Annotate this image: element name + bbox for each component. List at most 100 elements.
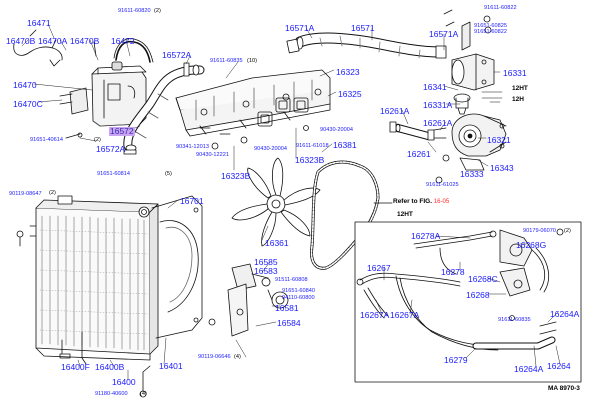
part-number-link[interactable]: 16264 — [547, 361, 571, 371]
fastener-part-link[interactable]: 91611-60835 — [498, 317, 531, 323]
thermostat — [453, 91, 503, 115]
fastener-part-link[interactable]: 91651-60814 — [97, 171, 130, 177]
part-number-link[interactable]: 16470C — [13, 99, 43, 109]
part-number-link[interactable]: 16261 — [407, 149, 431, 159]
water-outlet-hose — [286, 32, 447, 59]
engine-12ht-label: 12HT — [512, 85, 528, 92]
fastener-part-link[interactable]: 90119-08647 — [9, 191, 42, 197]
fastener-part-link[interactable]: 90119-06646 — [198, 354, 231, 360]
drain-cock — [16, 230, 216, 398]
part-number-link[interactable]: 16361 — [265, 238, 289, 248]
part-number-link[interactable]: 16343 — [490, 163, 514, 173]
engine-12h-label: 12H — [512, 96, 524, 103]
part-number-link[interactable]: 16400B — [95, 362, 125, 372]
refer-fig-link[interactable]: 16-05 — [433, 199, 450, 205]
part-number-link[interactable]: 16331 — [503, 68, 527, 78]
quantity-mark: (10) — [247, 58, 257, 64]
fastener-part-link[interactable]: 91180-40600 — [95, 391, 128, 397]
part-number-link[interactable]: 16325 — [338, 89, 362, 99]
part-number-link[interactable]: 16571 — [351, 23, 375, 33]
part-number-link[interactable]: 16401 — [159, 361, 183, 371]
part-number-link[interactable]: 16470B — [6, 36, 36, 46]
part-number-link[interactable]: 16267A — [360, 310, 390, 320]
part-number-link[interactable]: 16323B — [221, 171, 251, 181]
radiator-upper-hose — [123, 62, 205, 155]
reservoir-bracket — [59, 87, 89, 139]
fan — [231, 157, 321, 247]
part-number-link[interactable]: 16278A — [411, 231, 441, 241]
fastener-part-link[interactable]: 90430-12221 — [196, 152, 229, 158]
part-number-link[interactable]: 16571A — [429, 29, 459, 39]
part-number-link[interactable]: 16264A — [550, 309, 580, 319]
refer-text: Refer to FIG. — [393, 198, 433, 205]
part-number-link[interactable]: 16323 — [336, 67, 360, 77]
fastener-part-link[interactable]: 91651-60840 — [282, 288, 315, 294]
fastener-part-link[interactable]: 90341-12013 — [176, 144, 209, 150]
manifold-gaskets — [199, 97, 309, 150]
part-number-link[interactable]: 16333 — [460, 169, 484, 179]
quantity-mark: (2) — [94, 137, 101, 143]
fastener-part-link[interactable]: 91611-60822 — [484, 5, 517, 11]
part-number-link[interactable]: 16701 — [180, 196, 204, 206]
part-number-link[interactable]: 16584 — [277, 318, 301, 328]
oil-cooler-inset — [354, 221, 582, 383]
quantity-mark: (2) — [154, 8, 161, 14]
fastener-part-link[interactable]: 91651-60822 — [474, 29, 507, 35]
leader-lines — [21, 23, 561, 381]
part-number-link[interactable]: 16572 — [109, 126, 135, 136]
quantity-mark: (5) — [165, 171, 172, 177]
part-number-link[interactable]: 16472 — [111, 36, 135, 46]
part-number-link[interactable]: 16470 — [13, 80, 37, 90]
part-number-link[interactable]: 16267A — [390, 310, 420, 320]
fastener-part-link[interactable]: 90179-06070 — [523, 228, 556, 234]
part-number-link[interactable]: 16341 — [423, 82, 447, 92]
fastener-part-link[interactable]: 91651-40614 — [30, 137, 63, 143]
pump-bolt — [442, 154, 450, 162]
part-number-link[interactable]: 16400F — [61, 362, 90, 372]
fan-shroud — [151, 195, 203, 339]
part-number-link[interactable]: 16268 — [466, 290, 490, 300]
part-number-link[interactable]: 16583 — [254, 266, 278, 276]
part-number-link[interactable]: 16331A — [423, 100, 453, 110]
part-number-link[interactable]: 16381 — [333, 140, 357, 150]
part-number-link[interactable]: 16321 — [487, 135, 511, 145]
fastener-part-link[interactable]: 91611-60820 — [118, 8, 151, 14]
part-number-link[interactable]: 16585 — [254, 257, 278, 267]
part-number-link[interactable]: 16267 — [367, 263, 391, 273]
part-number-link[interactable]: 16571A — [285, 23, 315, 33]
diagram-code: MA 8970-3 — [548, 385, 580, 392]
part-number-link[interactable]: 16264A — [514, 364, 544, 374]
fastener-part-link[interactable]: 91611-61018 — [296, 143, 329, 149]
idler-bracket — [227, 263, 289, 337]
part-number-link[interactable]: 16278 — [441, 267, 465, 277]
fastener-part-link[interactable]: 90430-20004 — [320, 127, 353, 133]
part-number-link[interactable]: 16323B — [295, 155, 325, 165]
fastener-part-link[interactable]: 94110-60800 — [282, 295, 315, 301]
fastener-part-link[interactable]: 91611-61025 — [426, 182, 459, 188]
part-number-link[interactable]: 16268G — [516, 240, 547, 250]
fastener-part-link[interactable]: 90430-20004 — [254, 146, 287, 152]
part-number-link[interactable]: 16470A — [38, 36, 68, 46]
part-number-link[interactable]: 16400 — [112, 377, 136, 387]
water-outlet-manifold — [175, 69, 331, 137]
part-number-link[interactable]: 16261A — [423, 118, 453, 128]
bypass-hose — [389, 121, 447, 141]
fastener-part-link[interactable]: 91651-60825 — [474, 23, 507, 29]
part-number-link[interactable]: 16581 — [275, 303, 299, 313]
pump-bolt-2 — [435, 176, 443, 184]
fastener-part-link[interactable]: 91611-60835 — [210, 58, 243, 64]
water-inlet-housing — [443, 9, 495, 91]
quantity-mark: (4) — [140, 391, 147, 397]
part-number-link[interactable]: 16268C — [468, 274, 498, 284]
part-number-link[interactable]: 16572A — [162, 50, 192, 60]
refer-to-fig-note: Refer to FIG. 16-05 — [393, 198, 450, 206]
part-number-link[interactable]: 16471 — [27, 18, 51, 28]
part-number-link[interactable]: 16470B — [70, 36, 100, 46]
part-number-link[interactable]: 16279 — [444, 355, 468, 365]
inset-12ht-label: 12HT — [397, 211, 413, 218]
fastener-part-link[interactable]: 91511-60808 — [275, 277, 308, 283]
part-number-link[interactable]: 16572A — [96, 144, 126, 154]
part-number-link[interactable]: 16261A — [380, 106, 410, 116]
